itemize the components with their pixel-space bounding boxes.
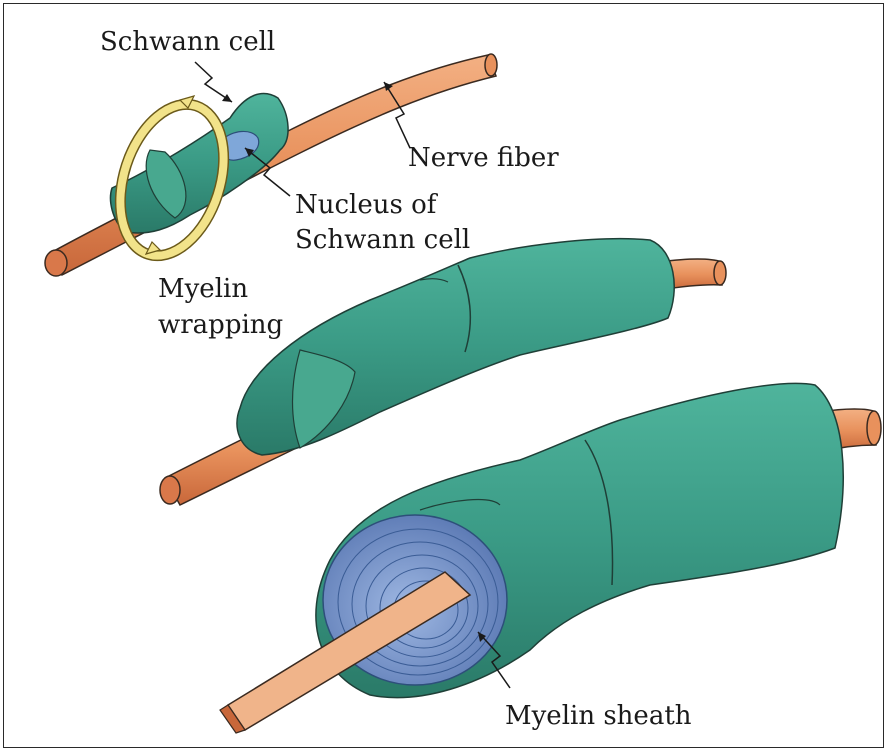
label-nucleus-line2: Schwann cell (295, 225, 470, 255)
label-myelin-wrapping-line2: wrapping (158, 310, 283, 340)
label-nucleus-line1: Nucleus of (295, 190, 439, 220)
label-nerve-fiber: Nerve fiber (408, 143, 559, 173)
label-myelin-wrapping-line1: Myelin (158, 274, 248, 304)
label-schwann-cell: Schwann cell (100, 27, 275, 57)
schwann-cell-top (111, 94, 289, 233)
label-myelin-sheath: Myelin sheath (505, 701, 692, 731)
nerve-fiber-top-end (45, 250, 67, 276)
